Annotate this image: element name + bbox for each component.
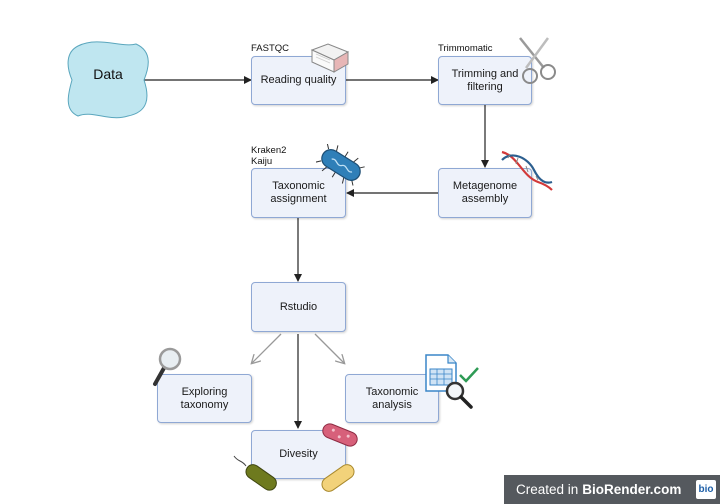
arrow-rstudio-to-analysis: [314, 333, 344, 363]
search-magnifier-icon: [445, 381, 473, 409]
arrow-rstudio-to-exploring: [252, 333, 282, 363]
bacteria-green-icon: [233, 455, 277, 491]
taxonomic-analysis-node: Taxonomic analysis: [345, 374, 439, 423]
taxonomic-assignment-node: Taxonomic assignment: [251, 168, 346, 218]
biorender-watermark[interactable]: Created in BioRender.com bio: [504, 475, 720, 504]
bacteria-yellow-icon: [321, 464, 355, 492]
assembly-node: Metagenome assembly: [438, 168, 532, 218]
watermark-prefix: Created in: [516, 482, 579, 497]
watermark-brand: BioRender.com: [582, 482, 682, 497]
bacteria-pink-icon: [322, 423, 358, 447]
checkmark-icon: [459, 367, 479, 383]
data-node-label: Data: [93, 66, 123, 82]
trimmomatic-label: Trimmomatic: [438, 43, 493, 54]
rstudio-node: Rstudio: [251, 282, 346, 332]
taxonomic-assignment-label: Taxonomic assignment: [270, 180, 327, 205]
scissors-icon: [519, 37, 556, 84]
rstudio-label: Rstudio: [279, 300, 318, 313]
bacterium-icon: [316, 144, 365, 186]
data-cloud-shape: [67, 41, 149, 119]
reading-quality-label: Reading quality: [260, 74, 337, 86]
exploring-taxonomy-node: Exploring taxonomy: [157, 374, 252, 423]
biorender-logo-icon: bio: [696, 480, 716, 499]
dna-icon: [501, 150, 553, 191]
trimming-node: Trimming and filtering: [438, 56, 532, 105]
taxonomic-analysis-label: Taxonomic analysis: [365, 385, 419, 411]
diversity-label: Divesity: [279, 448, 318, 460]
book-icon: [310, 43, 350, 73]
assembly-label: Metagenome assembly: [452, 180, 518, 205]
kraken-kaiju-label: Kraken2 Kaiju: [251, 145, 287, 167]
spreadsheet-icon: [425, 354, 457, 392]
fastqc-label: FASTQC: [251, 43, 290, 54]
magnifier-icon: [153, 347, 182, 386]
exploring-taxonomy-label: Exploring taxonomy: [180, 385, 229, 411]
trimming-label: Trimming and filtering: [451, 67, 519, 93]
